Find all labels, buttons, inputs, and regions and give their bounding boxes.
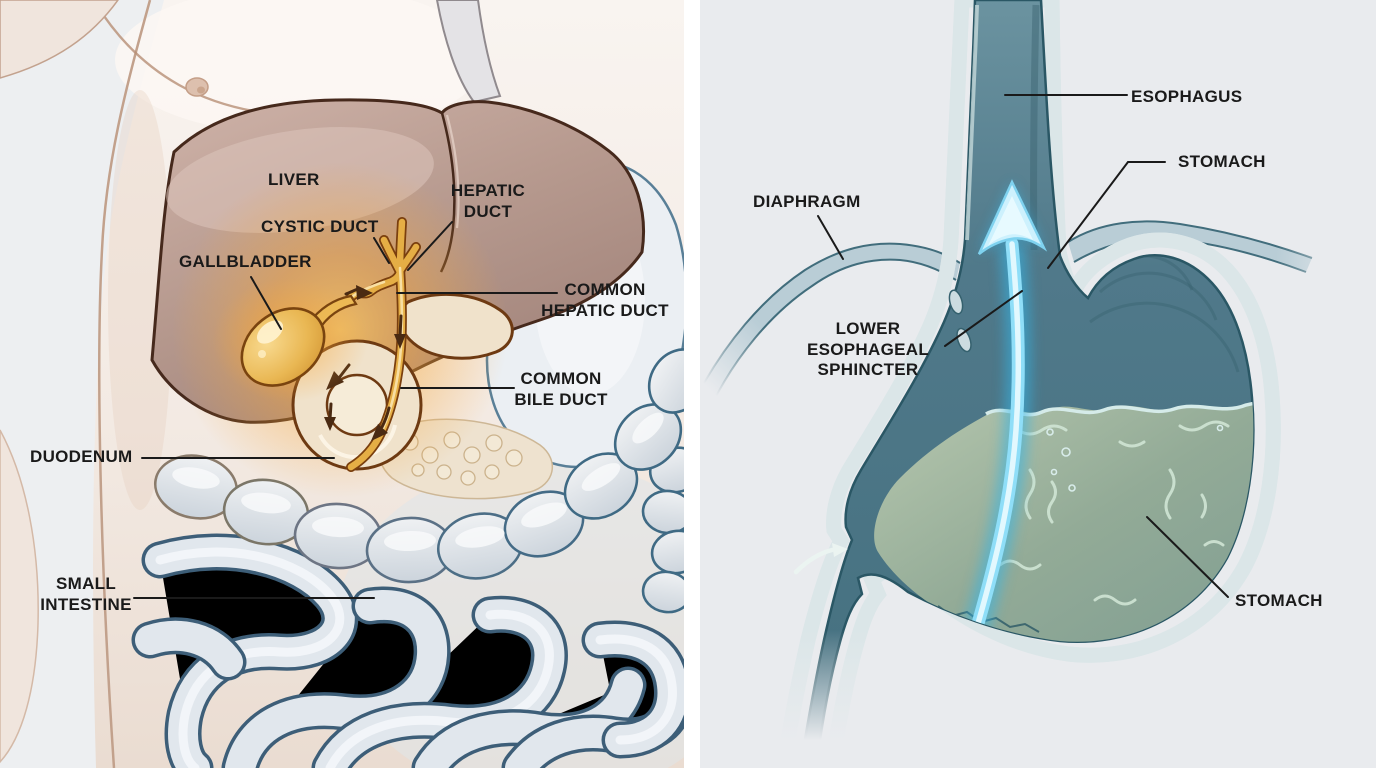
diaphragm-right-top-edge (1067, 220, 1313, 259)
fluid-squiggle (1093, 594, 1137, 606)
diaphragm-right-fill (1068, 221, 1312, 272)
duodenum-fade (740, 630, 890, 768)
fluid-squiggle (1164, 468, 1176, 520)
label-small-intestine: SMALL INTESTINE (40, 574, 132, 614)
bile-flow-arrow-icon (394, 314, 406, 349)
diaphragm-left-top-edge (700, 242, 961, 391)
colon-highlights (172, 412, 664, 552)
panel-divider (684, 0, 700, 768)
torso-edge-line (98, 0, 152, 768)
bile-flow-arrow-icon (371, 406, 391, 441)
label-liver: LIVER (268, 170, 320, 189)
pyloric-flow-arrow-icon (793, 543, 848, 575)
fluid-squiggle (1047, 480, 1057, 524)
label-cystic-duct: CYSTIC DUCT (261, 217, 379, 236)
shoulder-arm (0, 0, 119, 79)
reflux-illustration: .leader2{stroke-width:2;stroke-linecap:r… (700, 0, 1376, 768)
small-intestine-coils (150, 552, 676, 768)
label-diaphragm: DIAPHRAGM (753, 192, 861, 211)
esophagus-tube-gray (435, 0, 502, 104)
leader-stomach-top (1047, 161, 1166, 269)
nipple-center (197, 86, 205, 94)
fluid-squiggle (1203, 540, 1225, 547)
reflux-anatomy-panel: .leader2{stroke-width:2;stroke-linecap:r… (700, 0, 1376, 768)
left-panel-leader-lines (133, 221, 558, 599)
label-stomach-top: STOMACH (1178, 152, 1266, 171)
esophagus-inner-shadow (1030, 4, 1040, 251)
leader-diaphragm (817, 215, 844, 260)
leader-hepatic-duct (407, 221, 453, 271)
label-stomach-bottom: STOMACH (1235, 591, 1323, 610)
wave-line (1118, 440, 1146, 448)
leader-lower-esophageal-sphincter (944, 290, 1023, 347)
biliary-anatomy-panel: .duct-o{fill:none;stroke:#7a3f0e;stroke-… (0, 0, 684, 768)
label-gallbladder: GALLBLADDER (179, 252, 312, 271)
leader-gallbladder (250, 276, 282, 330)
fundus-arc (1098, 271, 1218, 321)
duct-fills (347, 218, 420, 471)
leader-cystic-duct (373, 237, 390, 264)
fluid-bubbles (1046, 424, 1224, 492)
torso-side-shading (108, 90, 172, 510)
fluid-squiggle (1200, 493, 1207, 519)
label-duodenum: DUODENUM (30, 447, 133, 466)
biliary-illustration: .duct-o{fill:none;stroke:#7a3f0e;stroke-… (0, 0, 684, 768)
diaphragm-band-left (700, 242, 961, 412)
diaphragm-left-bottom-edge (711, 258, 957, 405)
label-hepatic-duct: HEPATIC DUCT (450, 181, 526, 221)
gallbladder-highlight (256, 320, 284, 344)
bile-ducts (346, 217, 421, 472)
label-esophagus: ESOPHAGUS (1131, 87, 1243, 106)
label-lower-esophageal-sphincter: LOWER ESOPHAGEAL SPHINCTER (806, 319, 930, 380)
diaphragm-left-fill (700, 243, 960, 412)
gallbladder-highlight-dot (258, 350, 266, 358)
label-common-hepatic-duct: COMMON HEPATIC DUCT (541, 280, 669, 320)
right-panel-leader-lines (817, 94, 1229, 598)
reflux-arrowhead-highlight (988, 196, 1033, 246)
esophagus-inner-highlight (965, 4, 979, 241)
label-common-bile-duct: COMMON BILE DUCT (514, 369, 608, 409)
leader-stomach-bottom (1146, 516, 1229, 598)
wave-line (1178, 420, 1230, 432)
fluid-squiggle (1024, 468, 1036, 520)
left-arm (0, 429, 39, 764)
fundus-arc (1089, 301, 1240, 373)
nipple (185, 77, 209, 97)
colon (153, 348, 684, 614)
bile-flow-arrow-icon (344, 285, 373, 300)
gallbladder-shape (212, 278, 368, 402)
bile-flow-arrow-icon (324, 402, 336, 431)
